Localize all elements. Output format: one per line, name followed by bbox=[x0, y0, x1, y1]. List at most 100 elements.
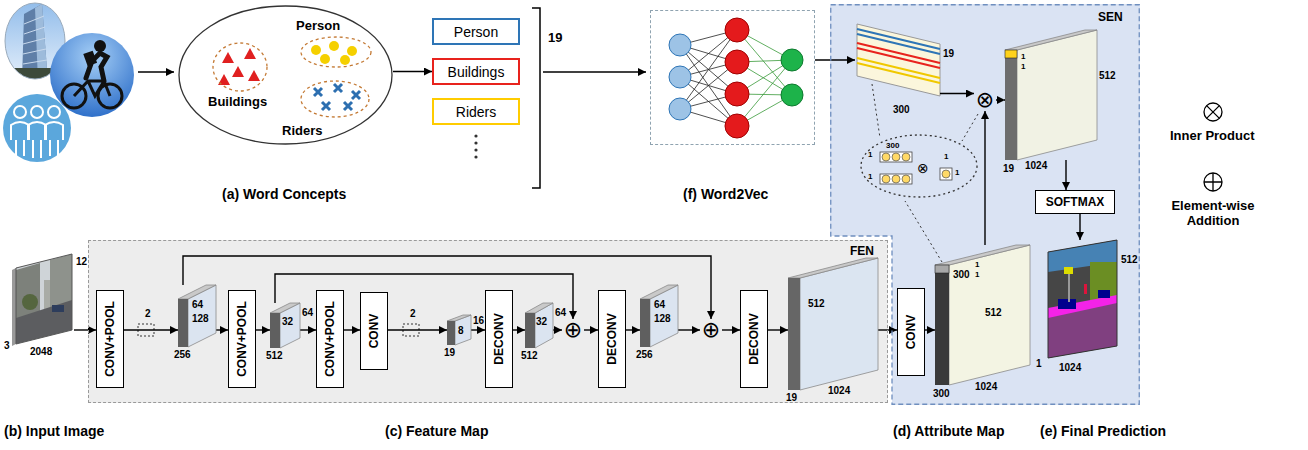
word2vec-network bbox=[669, 34, 691, 56]
input-image-drawing bbox=[10, 250, 80, 350]
caption-label: (c) Feature Map bbox=[385, 423, 488, 439]
caption-label: (e) Final Prediction bbox=[1040, 423, 1166, 439]
volume-front bbox=[788, 278, 800, 390]
node-label: Riders bbox=[282, 123, 322, 138]
connector bbox=[300, 329, 316, 330]
conv-pool-box: CONV+POOL bbox=[96, 290, 124, 388]
word2vec-network bbox=[725, 18, 749, 42]
node-label: DECONV bbox=[747, 313, 761, 364]
inner-product-detail-drawing bbox=[882, 153, 950, 183]
inner-product-op: ⊗ bbox=[974, 89, 996, 111]
concept-symbols bbox=[244, 48, 256, 59]
node-label: FEN bbox=[850, 244, 874, 258]
connector bbox=[344, 329, 360, 330]
node-label: 128 bbox=[192, 313, 209, 324]
concept-symbols bbox=[311, 45, 321, 55]
volume-shape bbox=[935, 245, 1030, 385]
ellipse-outline bbox=[179, 6, 392, 144]
feature-volume: 5123264 bbox=[525, 303, 553, 348]
node-label: ⊗ bbox=[917, 160, 929, 176]
inner-product-detail-drawing bbox=[882, 153, 890, 161]
node-label: 128 bbox=[654, 313, 671, 324]
volume-top bbox=[1005, 30, 1097, 50]
people-icon bbox=[3, 94, 71, 162]
node-label: 1024 bbox=[975, 381, 997, 392]
connector bbox=[984, 111, 985, 245]
building-photo bbox=[23, 16, 47, 64]
ellipsis-dots bbox=[474, 134, 477, 158]
node-label: 16 bbox=[473, 315, 484, 326]
fen-region: FEN CONV+POOL 64 256 128 CONV+POOL 5123264 CONV… bbox=[88, 240, 888, 403]
connector bbox=[388, 329, 447, 330]
connector bbox=[216, 329, 228, 330]
node-label: 8 bbox=[458, 325, 464, 336]
cyclist-photo bbox=[48, 30, 138, 120]
node-label: 1 bbox=[868, 172, 872, 181]
segmentation-drawing bbox=[1048, 240, 1117, 358]
input-image-drawing bbox=[44, 280, 50, 310]
word2vec-network bbox=[781, 84, 803, 106]
segmentation-drawing bbox=[1040, 235, 1125, 365]
node-label: 300 bbox=[886, 141, 899, 150]
connector bbox=[393, 71, 432, 72]
node-label: (a) Word Concepts bbox=[222, 186, 346, 202]
concept-space: (a) Word ConceptsBuildingsPersonRiders bbox=[178, 5, 393, 145]
node-label: 19 bbox=[786, 392, 797, 403]
node-label: 64 bbox=[302, 307, 313, 318]
node-label: CONV+POOL bbox=[235, 301, 249, 377]
connector bbox=[626, 329, 640, 330]
node-label: 1 bbox=[1021, 62, 1025, 71]
volume-top bbox=[788, 258, 878, 278]
node-label: ⊕ bbox=[564, 319, 582, 341]
deconv-box: DECONV bbox=[740, 290, 768, 388]
ellipsis-dots bbox=[474, 155, 477, 158]
volume-front bbox=[1005, 50, 1017, 160]
segmentation-drawing bbox=[1040, 235, 1125, 365]
outline-shape bbox=[300, 80, 370, 118]
node-label: Buildings bbox=[448, 64, 505, 80]
concept-symbols bbox=[311, 41, 357, 65]
legend-text: Element-wise Addition bbox=[1158, 198, 1268, 228]
word2vec-network bbox=[669, 34, 691, 120]
node-label: 19 bbox=[1003, 163, 1014, 174]
connector bbox=[1079, 214, 1080, 240]
input-image-drawing bbox=[10, 250, 80, 350]
node-label: 256 bbox=[636, 349, 653, 360]
word2vec-network bbox=[669, 18, 803, 138]
node-label: 12 bbox=[76, 256, 87, 267]
node-label: CONV bbox=[904, 315, 918, 350]
node-label: 2048 bbox=[30, 346, 52, 357]
conv-pool-box: CONV+POOL bbox=[316, 290, 344, 388]
node-label: 512 bbox=[266, 350, 283, 361]
ellipse-outline bbox=[213, 43, 267, 91]
node-label: Person bbox=[454, 24, 498, 40]
word2vec-network bbox=[669, 66, 691, 88]
node-label: 300 bbox=[933, 388, 950, 399]
node-label: CONV+POOL bbox=[323, 301, 337, 377]
input-image-drawing bbox=[12, 268, 16, 346]
word2vec-network bbox=[781, 49, 803, 106]
inner-product-detail-drawing bbox=[942, 170, 950, 178]
cyclist-photo bbox=[48, 30, 138, 120]
node-label: 3 bbox=[4, 340, 10, 351]
legend-sample bbox=[1207, 106, 1220, 119]
inner-product-detail-drawing bbox=[880, 174, 912, 184]
people-icon bbox=[31, 106, 43, 118]
outline-shape bbox=[300, 36, 372, 68]
concept-symbols bbox=[248, 70, 260, 81]
connector bbox=[722, 329, 740, 330]
node-label: Person bbox=[296, 18, 340, 33]
node-label: 19 bbox=[943, 48, 954, 59]
connector bbox=[584, 329, 598, 330]
volume-front bbox=[935, 265, 949, 385]
volume-cell bbox=[1005, 50, 1017, 58]
legend-sample bbox=[1204, 103, 1222, 191]
node-label: Riders bbox=[456, 104, 496, 120]
conv-box: CONV bbox=[360, 292, 388, 370]
flow-arrow bbox=[138, 71, 174, 72]
node-label: CONV+POOL bbox=[103, 301, 117, 377]
softmax-box: SOFTMAX bbox=[1035, 190, 1115, 214]
region-fill bbox=[88, 4, 1140, 405]
node-label: 1024 bbox=[1025, 160, 1047, 171]
